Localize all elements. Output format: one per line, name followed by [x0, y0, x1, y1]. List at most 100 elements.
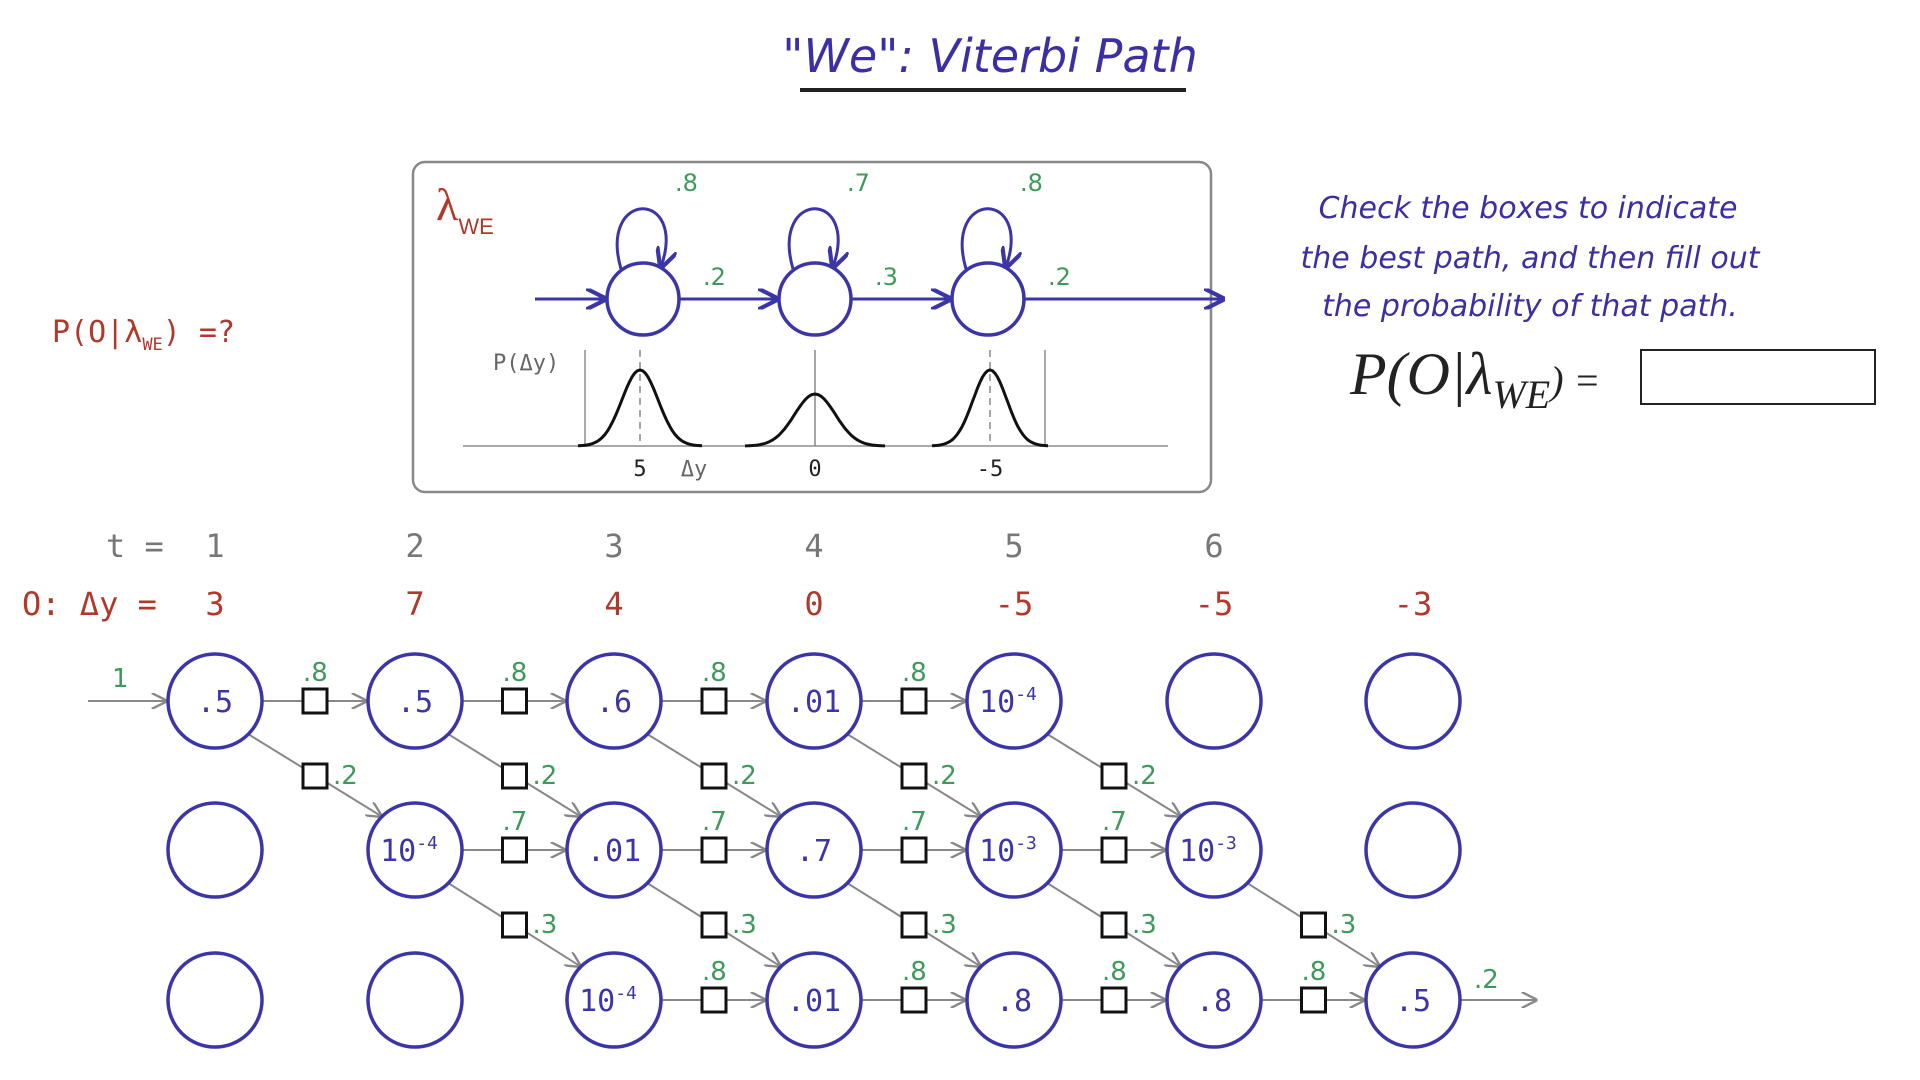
transition-prob-label: .7	[1102, 807, 1127, 837]
model-gaussian-curve	[744, 392, 886, 448]
trellis-states: .5 .5 .6 .01 10-4 10-4 .01 .7 10-3 10-3 10-4 .01 .8.…	[166, 652, 1462, 1049]
observation-value: -5	[995, 585, 1034, 623]
trellis-state-circle	[965, 951, 1063, 1049]
transition-checkbox[interactable]	[501, 836, 528, 864]
model-mean-label: 0	[808, 457, 821, 482]
trellis-state-node: .7	[765, 801, 863, 899]
emission-prob: .6	[596, 685, 632, 720]
trellis-state-circle	[765, 801, 863, 899]
transition-prob-label: .2	[732, 761, 757, 791]
trellis-state-node: .5	[1364, 951, 1462, 1049]
instructions-line-3: the probability of that path.	[1322, 289, 1738, 324]
observation-value: 3	[205, 585, 224, 623]
trellis-state-node	[166, 951, 264, 1049]
trellis-state-node: 10-4	[965, 652, 1063, 750]
answer-label: P(O|λWE) =	[1349, 341, 1601, 417]
transition-checkbox[interactable]	[1100, 986, 1128, 1014]
model-forward-label: .2	[703, 263, 726, 291]
trellis-state-circle	[366, 951, 464, 1049]
answer-input[interactable]	[1640, 349, 1876, 405]
transition-checkbox[interactable]	[1100, 762, 1128, 790]
trellis-state-node	[1364, 652, 1462, 750]
trellis-state-node: .5	[366, 652, 464, 750]
transition-checkbox[interactable]	[1100, 836, 1128, 864]
transition-checkbox[interactable]	[900, 911, 928, 939]
transition-checkbox[interactable]	[1300, 986, 1327, 1014]
transition-checkbox[interactable]	[900, 836, 928, 864]
transition-checkbox[interactable]	[700, 762, 728, 790]
time-step: 2	[405, 527, 424, 565]
transition-prob-label: .8	[503, 658, 528, 688]
trellis-checkboxes[interactable]: .8.2.8.2.7.3.8.2.7.3.8.8.2.7.3.8.2.7.3.8…	[301, 658, 1356, 1014]
trellis-state-circle	[1364, 951, 1462, 1049]
model-state-circle	[605, 261, 681, 337]
emission-prob: 10-3	[979, 833, 1037, 869]
emission-prob: 10-3	[1179, 833, 1237, 869]
transition-checkbox[interactable]	[1100, 911, 1128, 939]
trellis-state-circle	[1364, 652, 1462, 750]
transition-checkbox[interactable]	[700, 687, 728, 715]
trellis-state-node: .8	[1165, 951, 1263, 1049]
time-step: 5	[1004, 527, 1023, 565]
transition-prob-label: .8	[902, 658, 927, 688]
emission-prob: 10-4	[380, 833, 438, 869]
transition-checkbox[interactable]	[1300, 911, 1327, 939]
trellis-state-circle	[1364, 801, 1462, 899]
trellis-state-circle	[965, 801, 1063, 899]
trellis-state-node: 10-3	[1165, 801, 1263, 899]
emission-prob: 10-4	[979, 684, 1037, 720]
transition-checkbox[interactable]	[501, 762, 528, 790]
transition-checkbox[interactable]	[301, 687, 329, 715]
transition-checkbox[interactable]	[301, 762, 329, 790]
observation-value: 0	[804, 585, 823, 623]
emission-prob: .01	[587, 834, 641, 869]
emission-prob: 10-4	[579, 983, 637, 1019]
trellis-state-node: 10-3	[965, 801, 1063, 899]
transition-checkbox[interactable]	[700, 911, 728, 939]
trellis-state-circle	[166, 801, 264, 899]
transition-checkbox[interactable]	[900, 986, 928, 1014]
trellis-state-circle	[565, 652, 663, 750]
model-state-3: .8.2	[950, 169, 1223, 337]
model-state-circle	[950, 261, 1026, 337]
transition-prob-label: .7	[702, 807, 727, 837]
transition-prob-label: .8	[1102, 957, 1127, 987]
time-label: t =	[106, 527, 164, 565]
transition-prob-label: .3	[533, 910, 558, 940]
trellis-state-node	[166, 801, 264, 899]
trellis-state-circle	[366, 801, 464, 899]
model-mean-label: -5	[977, 457, 1004, 482]
emission-prob: .8	[1196, 984, 1232, 1019]
time-step: 3	[604, 527, 623, 565]
transition-checkbox[interactable]	[900, 687, 928, 715]
transition-prob-label: .2	[533, 761, 558, 791]
trellis-state-circle	[366, 652, 464, 750]
transition-prob-label: .2	[932, 761, 957, 791]
trellis-state-node	[366, 951, 464, 1049]
time-step: 4	[804, 527, 823, 565]
trellis-state-node: .01	[765, 951, 863, 1049]
trellis-state-node	[1364, 801, 1462, 899]
trellis-start-prob: 1	[112, 664, 129, 694]
trellis-state-node: 10-4	[366, 801, 464, 899]
observation-value: 7	[405, 585, 424, 623]
transition-checkbox[interactable]	[501, 687, 528, 715]
transition-checkbox[interactable]	[700, 986, 728, 1014]
model-forward-label: .3	[875, 263, 898, 291]
trellis-state-circle	[1165, 801, 1263, 899]
transition-checkbox[interactable]	[900, 762, 928, 790]
transition-checkbox[interactable]	[501, 911, 528, 939]
page-title: "We": Viterbi Path	[782, 29, 1197, 83]
trellis-state-node	[1165, 652, 1263, 750]
model-forward-label: .2	[1048, 263, 1071, 291]
trellis: 1.2.8.2.8.2.7.3.8.2.7.3.8.8.2.7.3.8.2.7.…	[88, 652, 1536, 1049]
emission-prob: .8	[996, 984, 1032, 1019]
question-label: P(O|λWE) =?	[52, 315, 235, 355]
model-mean-label: 5	[633, 457, 646, 482]
trellis-state-node: .01	[765, 652, 863, 750]
instructions-line-1: Check the boxes to indicate	[1319, 191, 1738, 226]
model-self-loop-label: .7	[847, 169, 870, 197]
observation-value: -3	[1394, 585, 1433, 623]
transition-checkbox[interactable]	[700, 836, 728, 864]
